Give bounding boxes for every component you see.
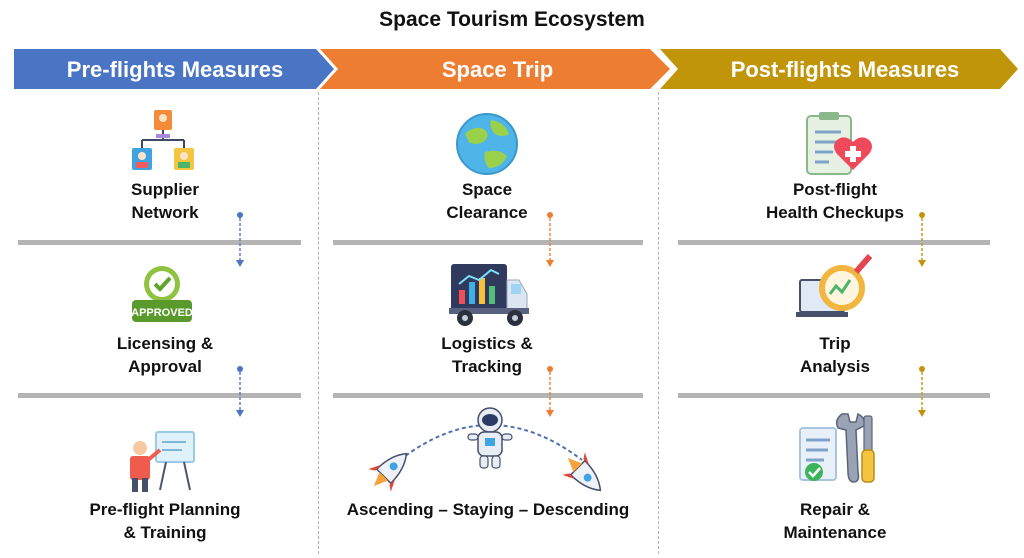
- step-divider: [678, 393, 990, 398]
- presentation-icon: [130, 431, 195, 492]
- down-arrow-icon: [918, 212, 926, 267]
- step-label: Post-flight Health Checkups: [766, 180, 904, 222]
- step-label: Pre-flight Planning & Training: [89, 500, 241, 542]
- step-label: Space Clearance: [446, 180, 528, 222]
- down-arrow-icon: [236, 366, 244, 417]
- phase-label-trip: Space Trip: [441, 57, 554, 82]
- health-clipboard-icon: [806, 112, 872, 175]
- phase-chevron-post: [660, 49, 1018, 89]
- phase-label-post: Post-flights Measures: [730, 57, 960, 82]
- step-label: Logistics & Tracking: [441, 334, 533, 376]
- down-arrow-icon: [546, 366, 554, 417]
- analysis-icon: [796, 254, 873, 317]
- step-divider: [333, 393, 643, 398]
- step-divider: [333, 240, 643, 245]
- step-label: Supplier Network: [130, 180, 199, 222]
- truck-chart-icon: [449, 264, 529, 326]
- column-separator: [318, 92, 319, 554]
- down-arrow-icon: [918, 366, 926, 417]
- rocket-icon: [562, 452, 602, 492]
- column-separator: [658, 92, 659, 554]
- step-divider: [18, 240, 301, 245]
- phase-label-pre: Pre-flights Measures: [66, 57, 284, 82]
- astronaut-icon: [467, 407, 513, 469]
- phase-chevrons: [14, 49, 1018, 89]
- rocket-astronaut-icon: [368, 407, 602, 492]
- step-label: Repair & Maintenance: [783, 500, 887, 542]
- network-icon: [132, 110, 194, 170]
- step-label: Licensing & Approval: [116, 334, 214, 376]
- step-divider: [678, 240, 990, 245]
- approved-badge-icon: APPROVED: [131, 266, 193, 322]
- svg-text:APPROVED: APPROVED: [131, 307, 193, 319]
- down-arrow-icon: [236, 212, 244, 267]
- phase-chevron-trip: [320, 49, 670, 89]
- down-arrow-icon: [546, 212, 554, 267]
- diagram-title: Space Tourism Ecosystem: [379, 8, 645, 31]
- step-divider: [18, 393, 301, 398]
- step-label: Ascending – Staying – Descending: [346, 500, 630, 519]
- rocket-icon: [368, 452, 408, 492]
- step-label: Trip Analysis: [800, 334, 870, 376]
- repair-tools-icon: [799, 412, 875, 483]
- phase-chevron-pre: [14, 49, 334, 89]
- globe-icon: [456, 113, 518, 175]
